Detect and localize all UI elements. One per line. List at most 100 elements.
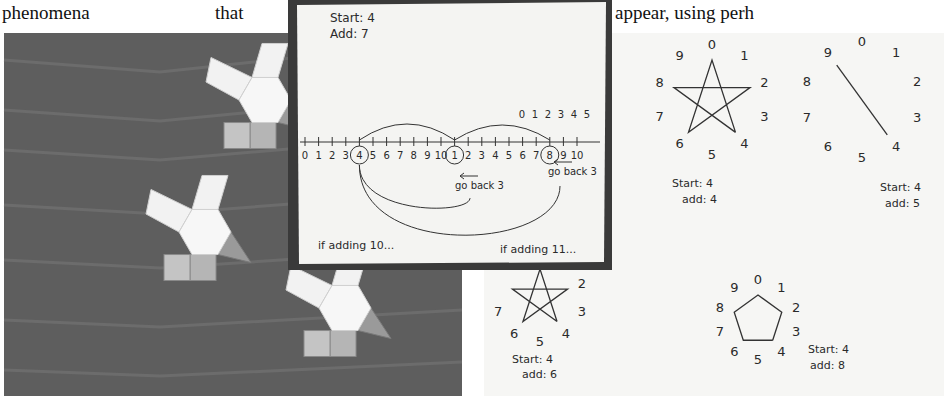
handwritten-label: 9	[424, 150, 430, 161]
handwritten-label: 6	[676, 137, 684, 151]
handwritten-label: 7	[494, 304, 502, 318]
chord-line	[837, 65, 888, 135]
handwritten-label: 8	[411, 150, 417, 161]
handwritten-label: 9	[560, 150, 566, 161]
arrow-head	[460, 173, 464, 179]
jump-arc	[455, 125, 550, 140]
handwritten-label: 0	[302, 150, 308, 161]
handwritten-label: add: 4	[682, 194, 717, 206]
handwritten-label: 4	[562, 326, 570, 340]
handwritten-label: 10	[435, 150, 448, 161]
handwritten-label: 6	[510, 326, 518, 340]
handwritten-label: if adding 10...	[318, 240, 394, 252]
handwritten-label: 3	[792, 325, 800, 339]
handwritten-label: 4	[740, 137, 748, 151]
handwritten-label: 5	[506, 150, 512, 161]
hexagon-block	[319, 285, 371, 330]
handwritten-label: Start: 4	[880, 182, 921, 194]
star-polygon	[512, 269, 567, 321]
body-text: that	[215, 3, 244, 24]
hexagon-block	[239, 77, 291, 122]
handwritten-label: go back 3	[548, 166, 597, 177]
tick-mark	[427, 137, 428, 146]
rhombus-block	[252, 43, 288, 77]
handwritten-label: 1	[532, 109, 538, 120]
tick-mark	[577, 137, 578, 146]
tick-mark	[441, 137, 442, 146]
tick-mark	[549, 137, 550, 146]
handwritten-label: 8	[547, 150, 553, 161]
circled-number	[541, 146, 559, 164]
handwritten-label: 5	[370, 150, 376, 161]
handwritten-label: Start: 4	[512, 354, 553, 366]
handwritten-label: 5	[536, 335, 544, 349]
handwritten-label: 5	[754, 353, 762, 367]
arrow-head	[554, 159, 558, 165]
back-arrow	[554, 162, 572, 163]
handwritten-label: 1	[740, 48, 748, 62]
photo-frame	[288, 0, 612, 270]
tick-mark	[413, 137, 414, 146]
handwritten-label: if adding 11...	[500, 244, 576, 256]
number-line	[300, 141, 600, 142]
handwritten-label: 2	[465, 150, 471, 161]
handwritten-label: 3	[479, 150, 485, 161]
handwritten-label: 6	[824, 140, 832, 154]
tick-mark	[373, 137, 374, 146]
tick-mark	[359, 137, 360, 146]
handwritten-label: Start: 4	[808, 344, 849, 356]
handwritten-label: add: 6	[522, 369, 557, 381]
back-arrow	[460, 176, 478, 177]
handwritten-label: 8	[716, 300, 724, 314]
handwritten-label: 2	[913, 75, 921, 89]
handwritten-label: 7	[716, 325, 724, 339]
handwritten-label: 9	[730, 280, 738, 294]
tick-mark	[522, 137, 523, 146]
handwritten-label: Start: 4	[672, 178, 713, 190]
square-block	[224, 123, 250, 149]
square-block	[190, 255, 216, 281]
handwritten-label: 4	[892, 140, 900, 154]
handwritten-label: 7	[656, 110, 664, 124]
handwritten-label: 5	[584, 109, 590, 120]
handwritten-label: 8	[656, 76, 664, 90]
handwritten-label: 4	[777, 345, 785, 359]
handwritten-label: 0	[519, 109, 525, 120]
loop-curve	[359, 165, 560, 235]
loop-curve	[359, 165, 470, 208]
handwritten-label: 3	[558, 109, 564, 120]
rhombus-block	[192, 175, 228, 209]
tick-mark	[332, 137, 333, 146]
tick-mark	[563, 137, 564, 146]
circled-number	[446, 146, 464, 164]
handwritten-label: 2	[329, 150, 335, 161]
handwritten-label: 8	[803, 75, 811, 89]
handwritten-label: 7	[397, 150, 403, 161]
handwritten-label: 6	[383, 150, 389, 161]
tick-mark	[400, 137, 401, 146]
handwritten-label: 4	[356, 150, 362, 161]
handwritten-label: 6	[730, 345, 738, 359]
star-polygon	[674, 60, 750, 132]
notebook-paper	[297, 2, 606, 264]
handwritten-label: 0	[754, 273, 762, 287]
handwritten-label: 6	[519, 150, 525, 161]
tick-mark	[495, 137, 496, 146]
tick-mark	[454, 137, 455, 146]
body-text: appear, using perh	[615, 3, 754, 24]
handwritten-label: 10	[571, 150, 584, 161]
handwritten-label: add: 8	[810, 360, 845, 372]
handwritten-label: 9	[824, 46, 832, 60]
handwritten-label: 0	[858, 35, 866, 49]
handwritten-label: 3	[913, 111, 921, 125]
tick-mark	[468, 137, 469, 146]
square-block	[330, 331, 356, 357]
handwritten-label: 1	[892, 46, 900, 60]
handwritten-label: 3	[343, 150, 349, 161]
tick-mark	[481, 137, 482, 146]
handwritten-label: 9	[676, 48, 684, 62]
handwritten-label: 1	[777, 280, 785, 294]
